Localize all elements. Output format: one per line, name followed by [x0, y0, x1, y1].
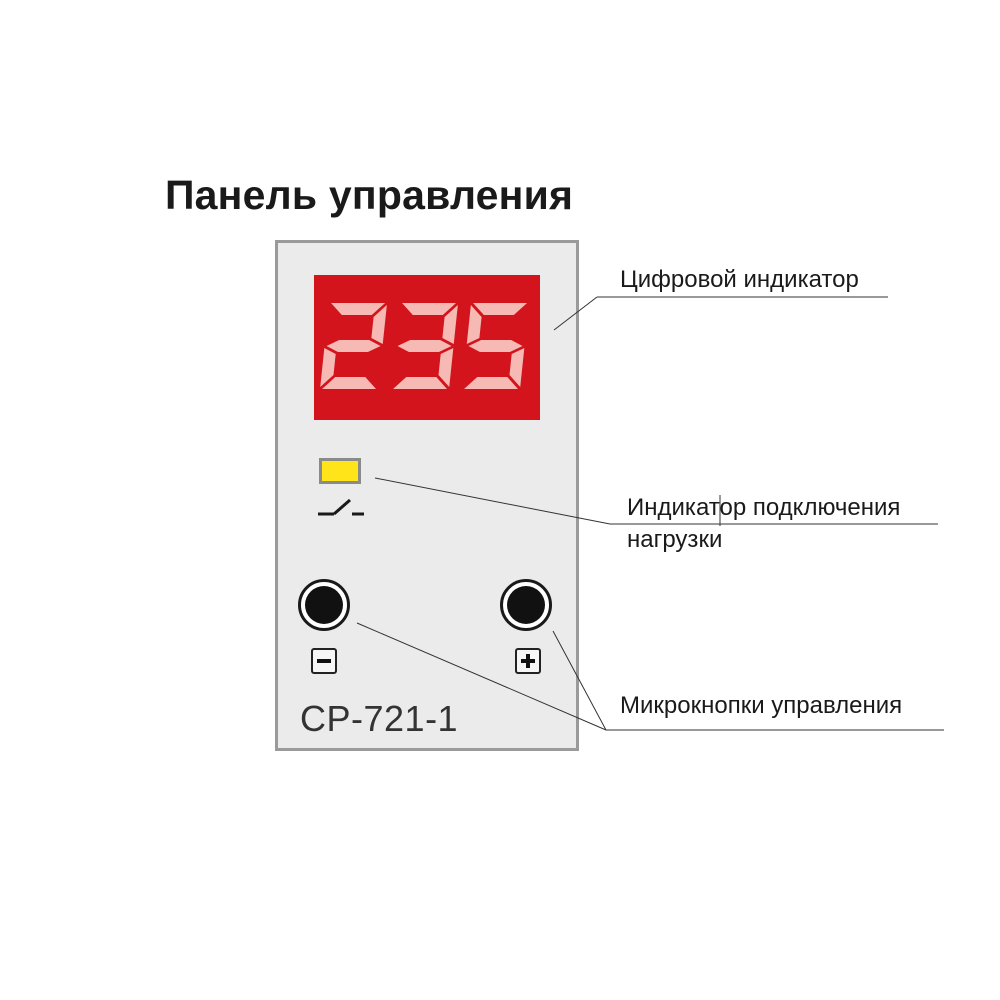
callout-buttons-label: Микрокнопки управления [620, 692, 903, 719]
display-segment [402, 303, 457, 315]
callout-display-leader [553, 296, 598, 331]
display-digit [464, 303, 528, 389]
callout-minus-leader [356, 622, 607, 731]
callout-load-label-line1: Индикатор подключения [627, 494, 901, 521]
display-segment [320, 348, 336, 387]
display-segment [442, 305, 458, 344]
page-title: Панель управления [165, 172, 574, 218]
load-indicator-led [319, 458, 361, 484]
seven-segment-readout [320, 303, 528, 389]
display-segment [371, 305, 387, 344]
display-segment [464, 377, 519, 389]
display-segment [397, 340, 452, 352]
switch-icon [318, 498, 364, 516]
display-digit [320, 303, 387, 389]
callout-load-leader [374, 477, 611, 525]
display-digit [393, 303, 458, 389]
display-segment [322, 377, 377, 389]
plus-button[interactable] [500, 579, 552, 631]
display-segment [509, 348, 525, 387]
plus-icon [515, 648, 541, 674]
display-segment [438, 348, 454, 387]
display-segment [468, 340, 523, 352]
display-segment [466, 305, 482, 344]
callout-display-label: Цифровой индикатор [620, 266, 859, 293]
digital-display [314, 275, 540, 420]
minus-button[interactable] [298, 579, 350, 631]
display-segment [473, 303, 528, 315]
display-segment [326, 340, 381, 352]
callout-plus-leader [552, 630, 607, 731]
display-segment [331, 303, 386, 315]
minus-icon [311, 648, 337, 674]
model-label: CP-721-1 [300, 698, 459, 739]
display-segment [393, 377, 448, 389]
callout-load-label-line2: нагрузки [627, 526, 723, 553]
